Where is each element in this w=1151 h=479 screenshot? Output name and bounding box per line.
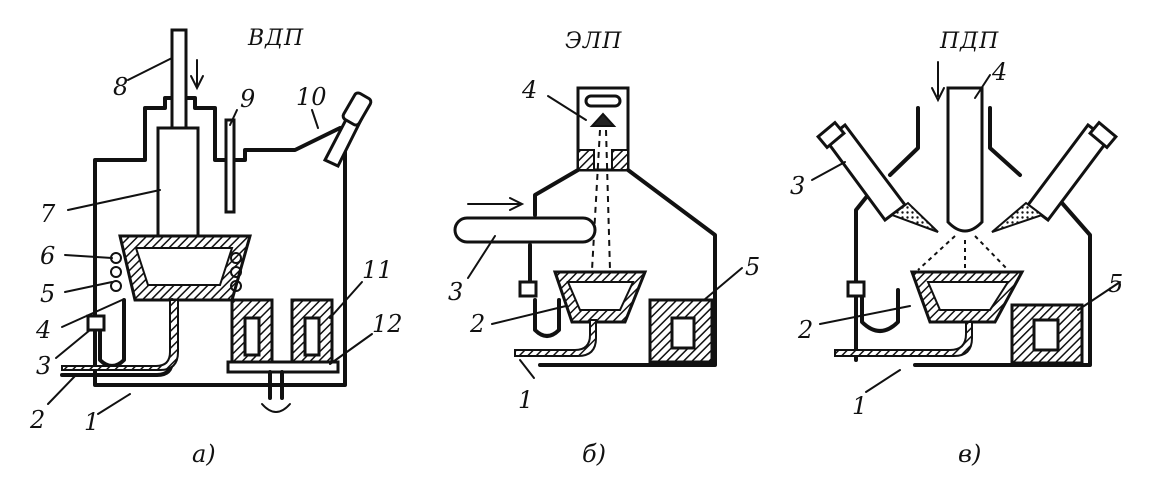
label-c2: 2 <box>797 316 813 344</box>
pdp-title: ПДП <box>939 29 999 54</box>
label-b4: 4 <box>521 76 537 104</box>
down-arrow-icon-c <box>931 61 945 103</box>
label-1: 1 <box>84 408 99 436</box>
pdp-electrode <box>946 86 984 233</box>
pdp-tray <box>834 321 973 357</box>
elp-chamber <box>533 168 717 367</box>
label-3: 3 <box>36 352 51 380</box>
panel-b-elp: ЭЛП 4 3 2 5 1 б) <box>448 29 760 468</box>
elp-electron-beam <box>591 129 611 271</box>
label-5: 5 <box>40 280 55 308</box>
right-arrow-icon <box>467 197 525 211</box>
pdp-plasma-torch-right <box>991 120 1119 233</box>
elp-tray <box>514 319 597 357</box>
caption-b: б) <box>582 440 606 468</box>
elp-title: ЭЛП <box>565 29 622 54</box>
pdp-plasma-torch-left <box>815 120 939 233</box>
label-c1: 1 <box>852 392 867 420</box>
label-8: 8 <box>113 73 128 101</box>
caption-c: в) <box>958 440 981 468</box>
label-7: 7 <box>40 200 56 228</box>
pdp-plasma-jet <box>917 235 1009 271</box>
label-4: 4 <box>35 316 51 344</box>
vdp-electrode-rod <box>170 28 188 132</box>
vdp-induction-coil <box>110 252 242 292</box>
panel-a-vdp: ВДП 8 9 10 7 6 5 4 3 2 1 11 12 а) <box>29 26 403 468</box>
vdp-melt <box>134 247 234 286</box>
label-12: 12 <box>372 310 403 338</box>
label-2: 2 <box>29 406 45 434</box>
elp-feed-bar <box>453 216 597 244</box>
label-b3: 3 <box>448 278 463 306</box>
vdp-title: ВДП <box>247 26 304 51</box>
label-10: 10 <box>296 83 327 111</box>
pdp-chamber <box>854 106 1092 367</box>
label-c5: 5 <box>1108 270 1123 298</box>
down-arrow-icon <box>190 59 204 91</box>
panel-c-pdp: ПДП 4 3 2 5 1 в) <box>790 29 1123 468</box>
vdp-sight-glass <box>224 118 236 214</box>
label-11: 11 <box>362 256 393 284</box>
label-b1: 1 <box>518 386 533 414</box>
vdp-tray <box>61 299 179 371</box>
vdp-consumable-electrode <box>156 126 200 238</box>
label-6: 6 <box>40 242 55 270</box>
caption-a: а) <box>192 440 216 468</box>
label-b2: 2 <box>469 310 485 338</box>
label-c4: 4 <box>991 58 1007 86</box>
label-c3: 3 <box>790 172 805 200</box>
label-9: 9 <box>240 85 255 113</box>
label-b5: 5 <box>745 253 760 281</box>
rotate-arrow-icon <box>261 403 291 413</box>
